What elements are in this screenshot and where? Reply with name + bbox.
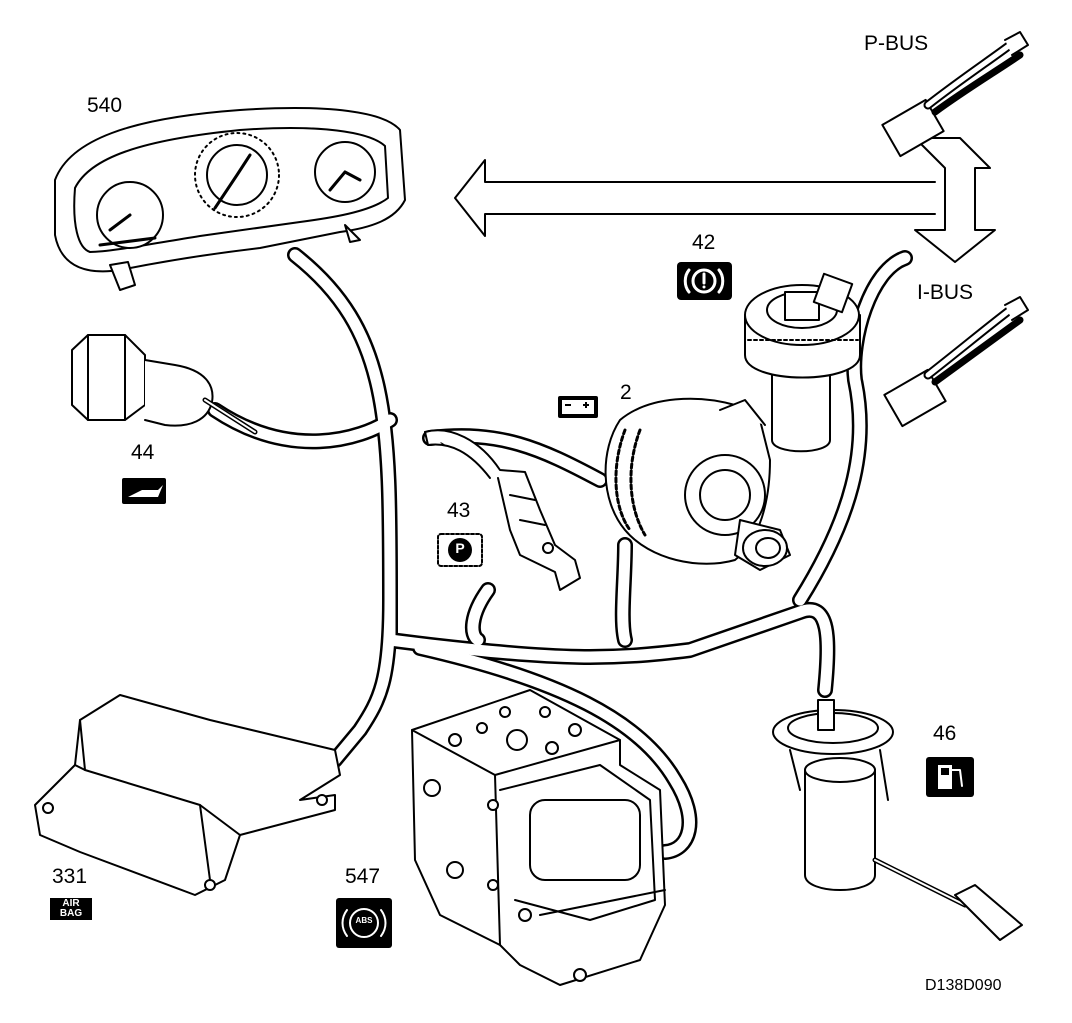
- parking-brake-warning-icon: [437, 533, 483, 567]
- oil-warning-icon: [122, 478, 166, 504]
- parking-brake-lever: [424, 429, 581, 591]
- oil-pressure-number: 44: [131, 441, 155, 464]
- diagram-reference: D138D090: [925, 977, 1002, 994]
- p-bus-label: P-BUS: [864, 32, 929, 55]
- p-bus-connector: [881, 31, 1029, 158]
- abs-number: 547: [345, 865, 381, 888]
- vertical-double-arrow: [914, 137, 996, 263]
- instrument-cluster: [54, 107, 406, 291]
- battery-warning-icon: [558, 396, 598, 418]
- generator: [604, 397, 791, 571]
- fuel-level-number: 46: [933, 722, 957, 745]
- airbag-text-1: AIR: [62, 898, 80, 909]
- abs-icon-text: ABS: [355, 916, 373, 925]
- parking-brake-number: 43: [447, 499, 471, 522]
- fuel-warning-icon: [926, 757, 974, 797]
- parking-icon-text: P: [455, 540, 465, 556]
- airbag-text-2: BAG: [59, 908, 83, 919]
- left-arrow: [454, 159, 936, 237]
- abs-modulator: [411, 689, 666, 986]
- brake-fluid-reservoir: [744, 272, 861, 453]
- brake-fluid-number: 42: [692, 231, 716, 254]
- brake-warning-icon: [677, 262, 732, 300]
- abs-warning-icon: [336, 898, 392, 948]
- bus-arrows: [454, 137, 996, 263]
- fuel-pump-sender: [772, 699, 1023, 941]
- oil-pressure-sensor: [71, 334, 258, 435]
- instrument-cluster-number: 540: [87, 94, 123, 117]
- airbag-control-unit: [34, 694, 341, 896]
- i-bus-connector: [883, 296, 1029, 428]
- airbag-warning-icon: AIR BAG: [50, 898, 92, 920]
- generator-number: 2: [620, 381, 632, 404]
- i-bus-label: I-BUS: [917, 281, 974, 304]
- airbag-number: 331: [52, 865, 88, 888]
